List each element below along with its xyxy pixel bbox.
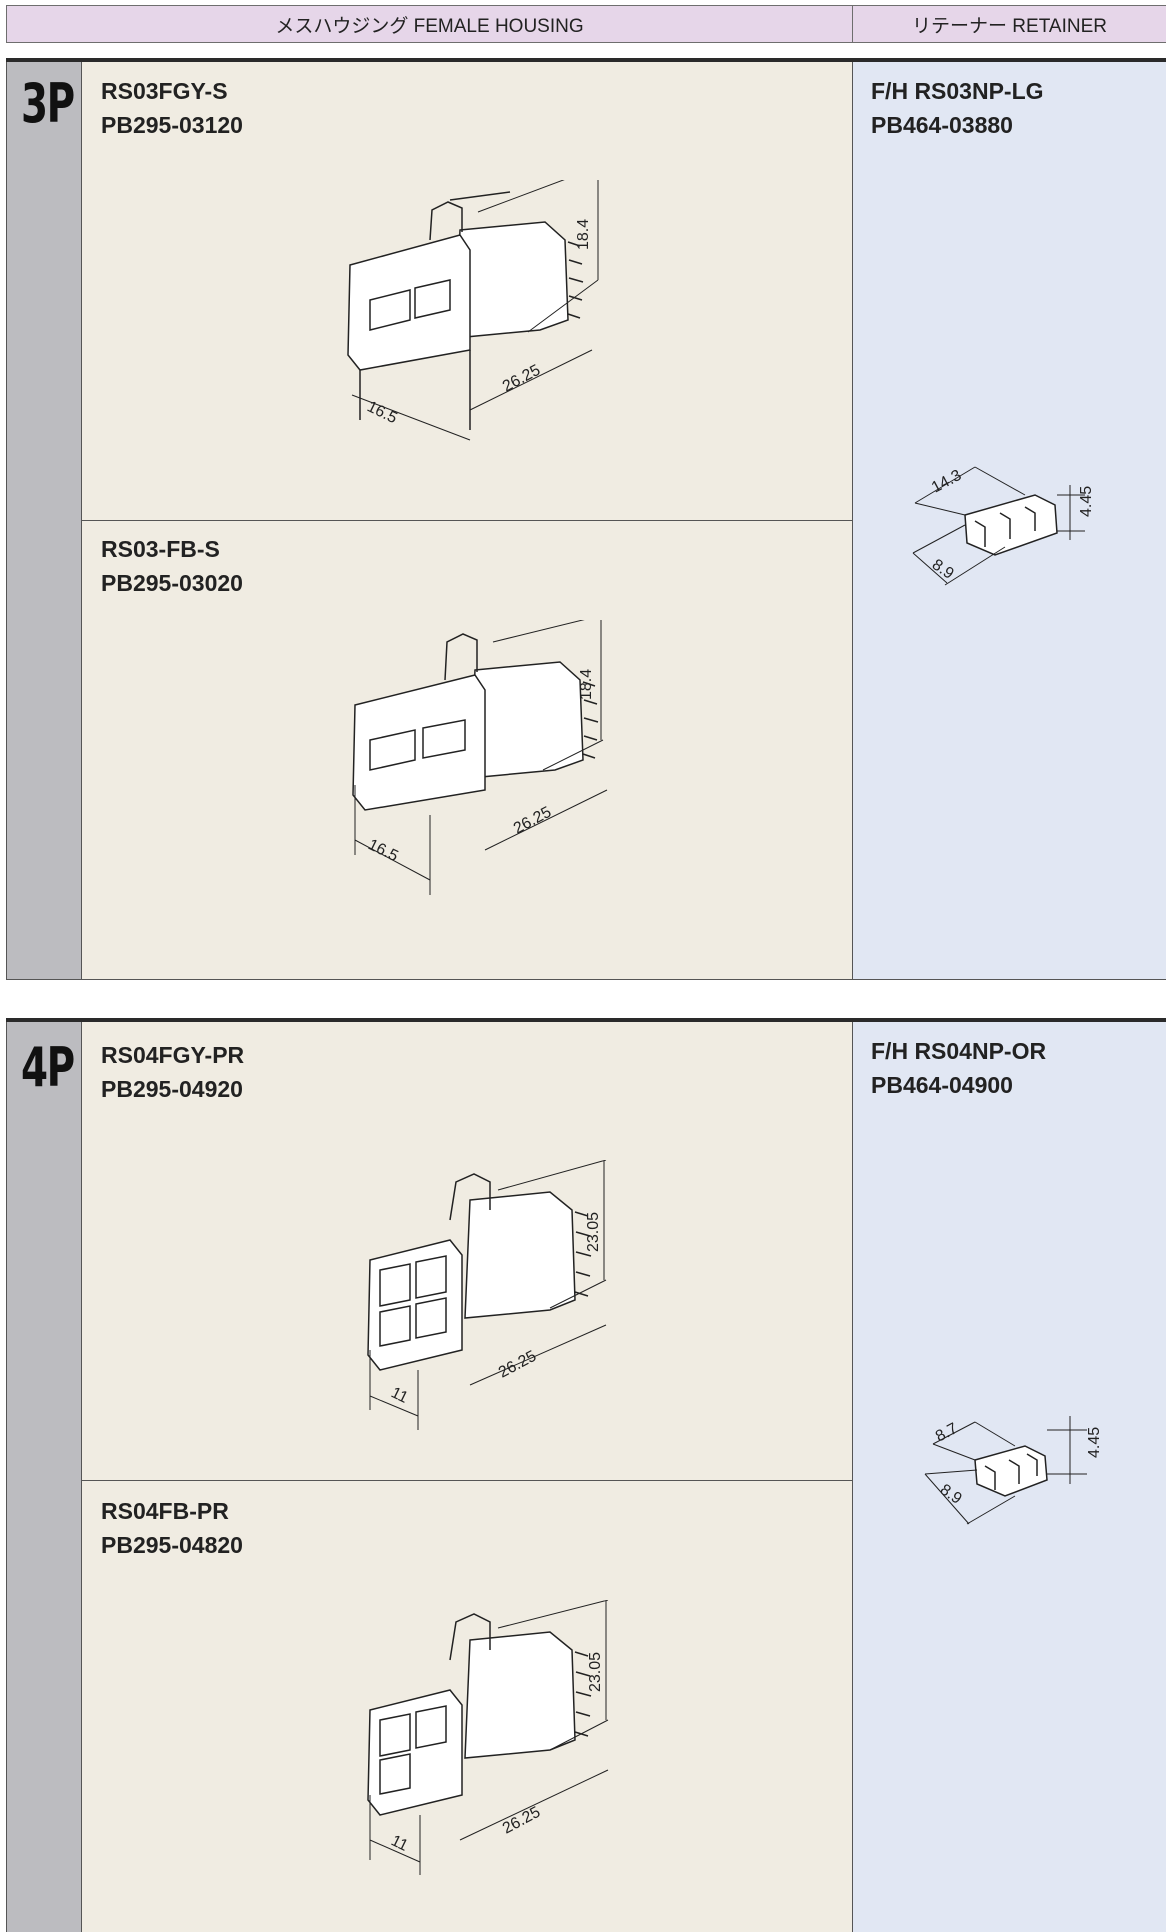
dim-height: 23.05 (585, 1212, 602, 1252)
housing-part-number: PB295-04820 (101, 1532, 243, 1558)
dim-width: 11 (388, 1832, 410, 1855)
dim-height: 18.4 (578, 669, 595, 700)
retainer-header: リテーナー RETAINER (852, 5, 1166, 43)
female-housing-header: メスハウジング FEMALE HOUSING (6, 5, 853, 43)
dim-length: 26.25 (500, 362, 543, 396)
section-3p-pole-column: 3P (6, 62, 82, 980)
retainer-part-number: PB464-03880 (871, 112, 1013, 138)
retainer-drawing-rs03np-lg: 14.3 4.45 8.9 (912, 466, 1095, 586)
dim-width: 11 (388, 1384, 410, 1407)
section-4p-pole-column: 4P (6, 1022, 82, 1932)
housing-title-rs03fgy-s: RS03FGY-S PB295-03120 (101, 74, 243, 142)
housing-name: RS03-FB-S (101, 536, 220, 562)
female-housing-header-label: メスハウジング FEMALE HOUSING (275, 15, 584, 37)
connector-drawing-rs03-fb-s: 18.4 26.25 16.5 (352, 620, 608, 895)
housing-part-number: PB295-04920 (101, 1076, 243, 1102)
dim-bottom: 8.9 (929, 556, 957, 583)
connector-drawing-rs04fb-pr: 23.05 26.25 11 (367, 1600, 609, 1875)
dim-side: 4.45 (1086, 1427, 1103, 1458)
retainer-header-label: リテーナー RETAINER (912, 15, 1107, 37)
dim-length: 26.25 (496, 1348, 539, 1382)
connector-drawing-rs03fgy-s: 18.4 26.25 16.5 (347, 180, 599, 441)
section-3p-top-rule (6, 58, 1166, 62)
retainer-title-rs03np-lg: F/H RS03NP-LG PB464-03880 (871, 74, 1044, 142)
housing-name: RS04FB-PR (101, 1498, 229, 1524)
housing-title-rs03-fb-s: RS03-FB-S PB295-03020 (101, 532, 243, 600)
section-3p-bottom-border (6, 979, 1166, 980)
section-4p-housing-divider (82, 1480, 853, 1481)
connector-drawing-rs04fgy-pr: 23.05 26.25 11 (367, 1160, 607, 1430)
housing-name: RS04FGY-PR (101, 1042, 245, 1068)
dim-side: 4.45 (1078, 486, 1095, 517)
retainer-title-rs04np-or: F/H RS04NP-OR PB464-04900 (871, 1034, 1046, 1102)
section-3p-housing-divider (82, 520, 853, 521)
dim-bottom: 8.9 (937, 1481, 965, 1508)
dim-height: 23.05 (587, 1652, 604, 1692)
housing-part-number: PB295-03120 (101, 112, 243, 138)
retainer-drawing-rs04np-or: 8.7 4.45 8.9 (924, 1416, 1103, 1525)
dim-length: 26.25 (500, 1804, 543, 1838)
section-4p-housing-panel (82, 1022, 853, 1932)
housing-part-number: PB295-03020 (101, 570, 243, 596)
section-4p-pole-label: 4P (21, 1036, 75, 1099)
dim-width: 16.5 (365, 836, 401, 865)
housing-title-rs04fgy-pr: RS04FGY-PR PB295-04920 (101, 1038, 244, 1106)
section-3p-pole-label: 3P (21, 72, 75, 135)
dim-width: 16.5 (364, 398, 400, 427)
dim-height: 18.4 (575, 219, 592, 250)
retainer-part-number: PB464-04900 (871, 1072, 1013, 1098)
section-4p-top-rule (6, 1018, 1166, 1022)
housing-name: RS03FGY-S (101, 78, 228, 104)
retainer-name: F/H RS03NP-LG (871, 78, 1044, 104)
dim-length: 26.25 (511, 804, 554, 838)
dim-top: 14.3 (929, 467, 965, 497)
retainer-name: F/H RS04NP-OR (871, 1038, 1047, 1064)
section-3p-housing-panel (82, 62, 853, 980)
housing-title-rs04fb-pr: RS04FB-PR PB295-04820 (101, 1494, 243, 1562)
